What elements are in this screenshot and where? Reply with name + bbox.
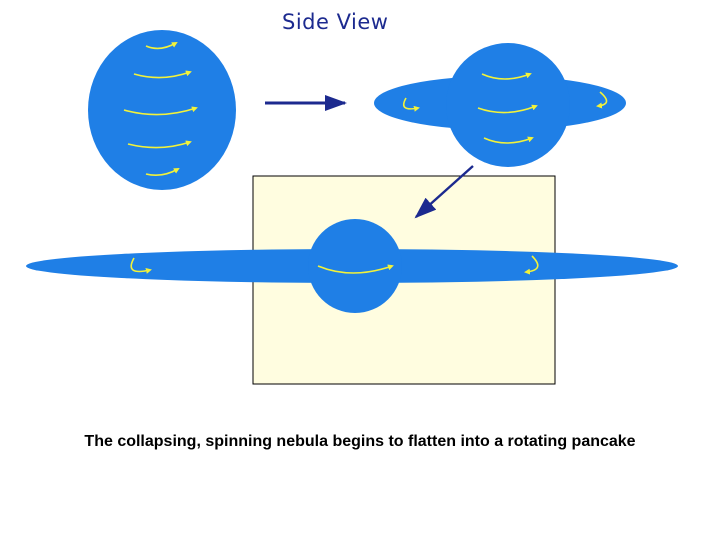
nebula-sphere — [88, 30, 236, 190]
rotation-arrows — [402, 72, 608, 144]
pancake-core — [308, 219, 402, 313]
flattening-nebula — [374, 43, 626, 167]
rotation-arrows — [130, 255, 539, 275]
rotating-pancake — [26, 219, 678, 313]
nebula-core — [446, 43, 570, 167]
caption: The collapsing, spinning nebula begins t… — [84, 433, 636, 450]
spherical-nebula — [88, 30, 236, 190]
transition-arrow-diagonal — [414, 165, 474, 219]
rotation-arrows — [123, 42, 198, 176]
title: Side View — [282, 10, 389, 34]
